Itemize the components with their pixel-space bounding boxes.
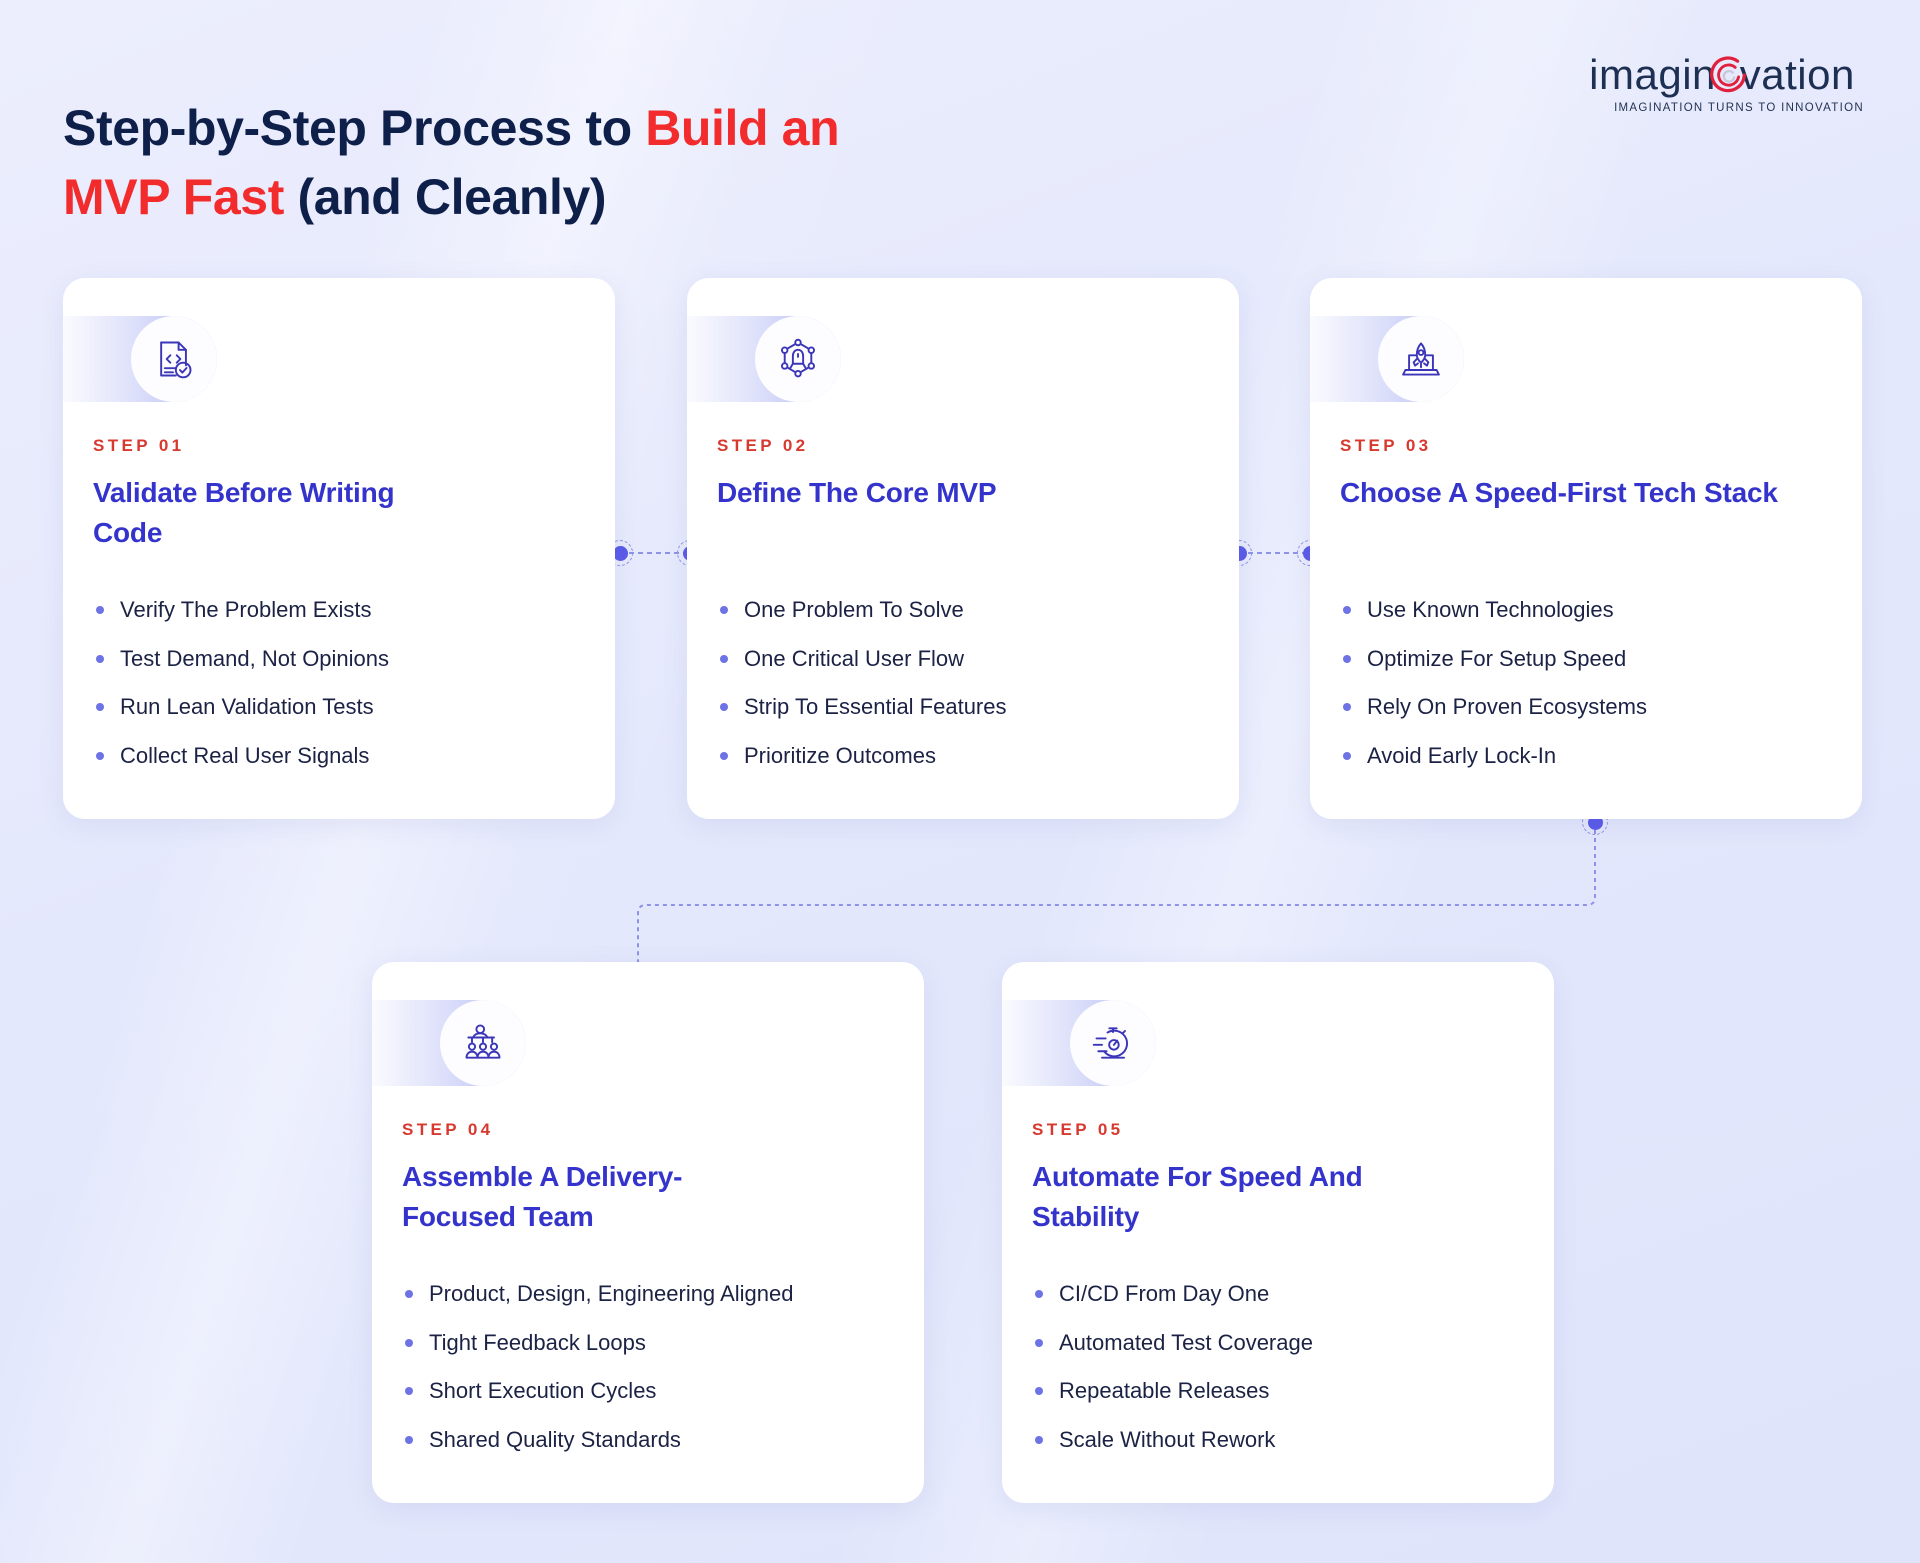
logo-text-after-o: vation — [1739, 51, 1855, 98]
list-item: One Critical User Flow — [717, 645, 1207, 673]
list-item: Run Lean Validation Tests — [93, 693, 583, 721]
title-highlight-1: Build an — [645, 99, 840, 156]
card-bullet-list: CI/CD From Day One Automated Test Covera… — [1032, 1280, 1522, 1474]
logo-wordmark: imagino vation — [1572, 54, 1872, 96]
badge-circle — [131, 316, 217, 402]
step-card-5[interactable]: STEP 05 Automate For Speed And Stability… — [1002, 962, 1554, 1503]
list-item: Use Known Technologies — [1340, 596, 1830, 624]
list-item: Automated Test Coverage — [1032, 1329, 1522, 1357]
badge-circle — [1378, 316, 1464, 402]
card-title: Automate For Speed And Stability — [1032, 1161, 1363, 1232]
logo-tagline: IMAGINATION TURNS TO INNOVATION — [1614, 102, 1864, 114]
code-document-check-icon — [160, 341, 192, 379]
list-item: CI/CD From Day One — [1032, 1280, 1522, 1308]
logo-o-spiral-group: o — [1709, 54, 1746, 96]
list-item: One Problem To Solve — [717, 596, 1207, 624]
list-item: Product, Design, Engineering Aligned — [402, 1280, 902, 1308]
list-item: Repeatable Releases — [1032, 1377, 1522, 1405]
team-group-people-icon — [465, 1024, 501, 1059]
step-label: STEP 04 — [402, 1120, 494, 1139]
card-icon-badge — [687, 316, 841, 402]
step-card-1[interactable]: STEP 01 Validate Before Writing Code Ver… — [63, 278, 615, 819]
card-bullet-list: Verify The Problem Exists Test Demand, N… — [93, 596, 583, 790]
step-label: STEP 05 — [1032, 1120, 1124, 1139]
list-item: Shared Quality Standards — [402, 1426, 902, 1454]
company-logo: imagino vation IMAGINATION TURNS TO INNO… — [1572, 48, 1872, 115]
card-bullet-list: Use Known Technologies Optimize For Setu… — [1340, 596, 1830, 790]
card-icon-badge — [1310, 316, 1464, 402]
step-label: STEP 02 — [717, 436, 809, 455]
card-icon-badge — [1002, 1000, 1156, 1086]
page-title: Step-by-Step Process to Build an MVP Fas… — [63, 94, 1183, 232]
list-item: Short Execution Cycles — [402, 1377, 902, 1405]
list-item: Test Demand, Not Opinions — [93, 645, 583, 673]
list-item: Collect Real User Signals — [93, 742, 583, 770]
card-title: Choose A Speed-First Tech Stack — [1340, 477, 1778, 508]
list-item: Avoid Early Lock-In — [1340, 742, 1830, 770]
laptop-rocket-launch-icon — [1402, 342, 1440, 376]
card-bullet-list: Product, Design, Engineering Aligned Tig… — [402, 1280, 902, 1474]
title-segment-1: Step-by-Step Process to — [63, 99, 646, 156]
card-title: Define The Core MVP — [717, 477, 997, 508]
stopwatch-speed-icon — [1092, 1027, 1129, 1059]
title-highlight-2: MVP Fast — [63, 168, 284, 225]
step-card-4[interactable]: STEP 04 Assemble A Delivery-Focused Team… — [372, 962, 924, 1503]
badge-circle — [1070, 1000, 1156, 1086]
hexagon-network-rocket-icon — [780, 338, 816, 378]
list-item: Rely On Proven Ecosystems — [1340, 693, 1830, 721]
badge-circle — [440, 1000, 526, 1086]
step-label: STEP 03 — [1340, 436, 1432, 455]
spiral-icon — [1709, 56, 1746, 93]
card-title: Validate Before Writing Code — [93, 477, 395, 548]
list-item: Tight Feedback Loops — [402, 1329, 902, 1357]
list-item: Optimize For Setup Speed — [1340, 645, 1830, 673]
step-card-2[interactable]: STEP 02 Define The Core MVP One Problem … — [687, 278, 1239, 819]
card-bullet-list: One Problem To Solve One Critical User F… — [717, 596, 1207, 790]
step-card-3[interactable]: STEP 03 Choose A Speed-First Tech Stack … — [1310, 278, 1862, 819]
card-title: Assemble A Delivery-Focused Team — [402, 1161, 683, 1232]
list-item: Verify The Problem Exists — [93, 596, 583, 624]
list-item: Scale Without Rework — [1032, 1426, 1522, 1454]
logo-text-before-o: imagin — [1589, 51, 1716, 98]
badge-circle — [755, 316, 841, 402]
list-item: Strip To Essential Features — [717, 693, 1207, 721]
step-label: STEP 01 — [93, 436, 185, 455]
card-icon-badge — [372, 1000, 526, 1086]
title-segment-2: (and Cleanly) — [283, 168, 607, 225]
list-item: Prioritize Outcomes — [717, 742, 1207, 770]
card-icon-badge — [63, 316, 217, 402]
